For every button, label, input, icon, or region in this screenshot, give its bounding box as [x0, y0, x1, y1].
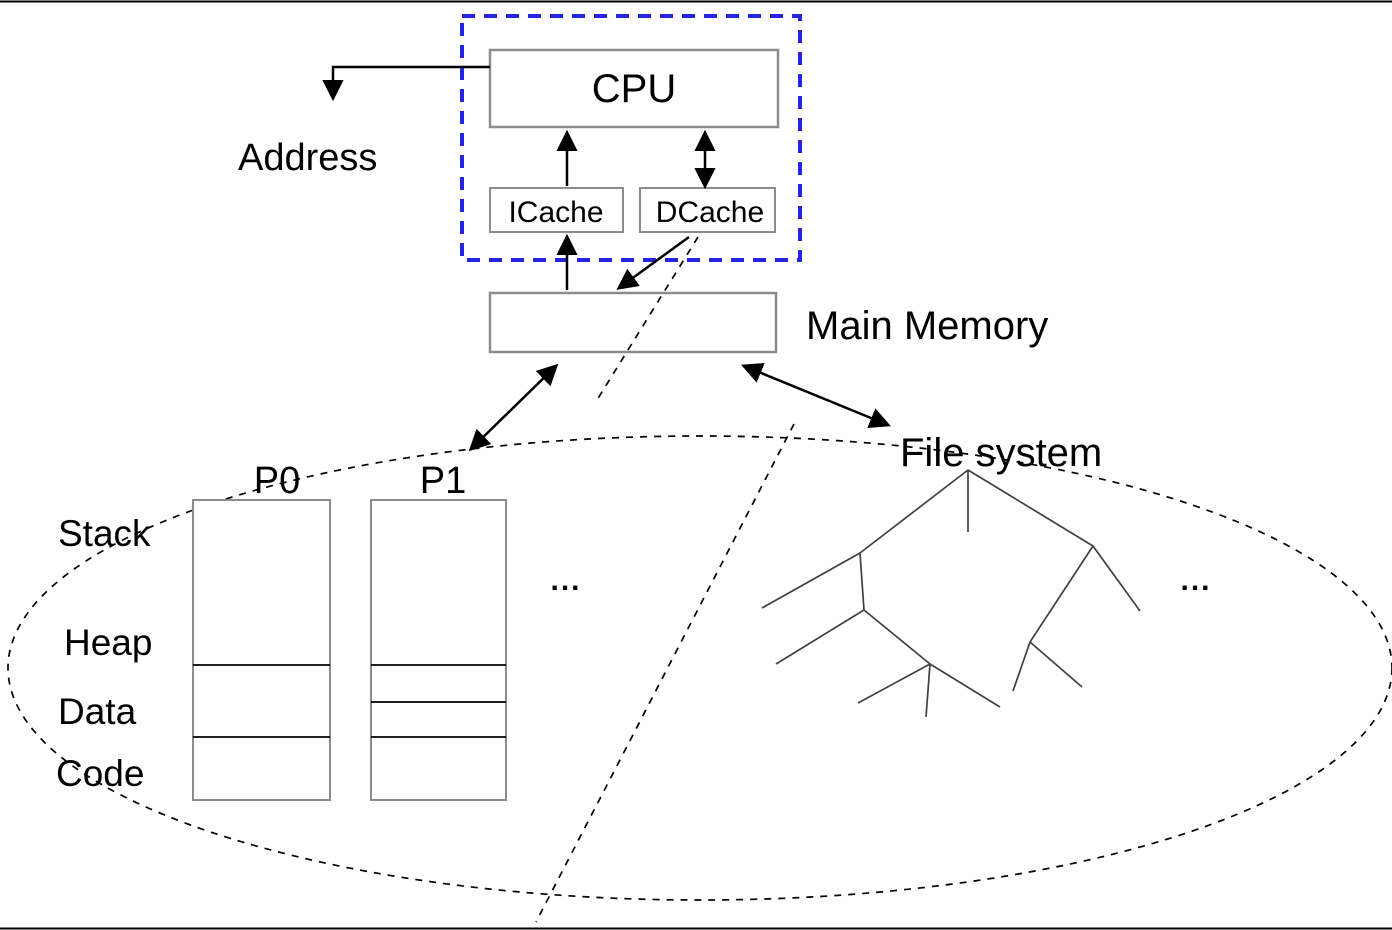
- main-memory-label: Main Memory: [806, 304, 1048, 348]
- dashed-divider-lower: [535, 423, 795, 923]
- icache-label: ICache: [508, 196, 603, 229]
- process-ellipsis: ...: [550, 564, 581, 597]
- process-p0-box: [192, 499, 331, 801]
- address-label: Address: [238, 137, 377, 179]
- storage-ellipse: [7, 435, 1392, 901]
- segment-heap-label: Heap: [64, 622, 152, 663]
- memory-process-double-arrow: [468, 363, 559, 452]
- file-system-tree: [761, 469, 1141, 718]
- dcache-to-memory-arrow: [616, 235, 690, 290]
- icache-box: [489, 187, 624, 233]
- cpu-box: [488, 48, 780, 129]
- cpu-chip-boundary: [460, 14, 802, 262]
- process-p0-label: P0: [254, 460, 300, 502]
- process-p1-box: [370, 499, 507, 801]
- segment-stack-label: Stack: [58, 513, 151, 554]
- segment-code-label: Code: [56, 753, 144, 794]
- memory-filesystem-double-arrow: [741, 363, 891, 428]
- dashed-divider-upper: [596, 236, 699, 401]
- segment-data-label: Data: [58, 691, 137, 732]
- process-p1-label: P1: [420, 460, 466, 502]
- dcache-label: DCache: [656, 196, 764, 229]
- cpu-label: CPU: [592, 67, 676, 111]
- file-system-label: File system: [900, 431, 1102, 475]
- address-arrow: [322, 65, 490, 102]
- main-memory-box: [488, 291, 778, 354]
- filesystem-ellipsis: ...: [1180, 564, 1211, 597]
- dcache-box: [639, 187, 776, 233]
